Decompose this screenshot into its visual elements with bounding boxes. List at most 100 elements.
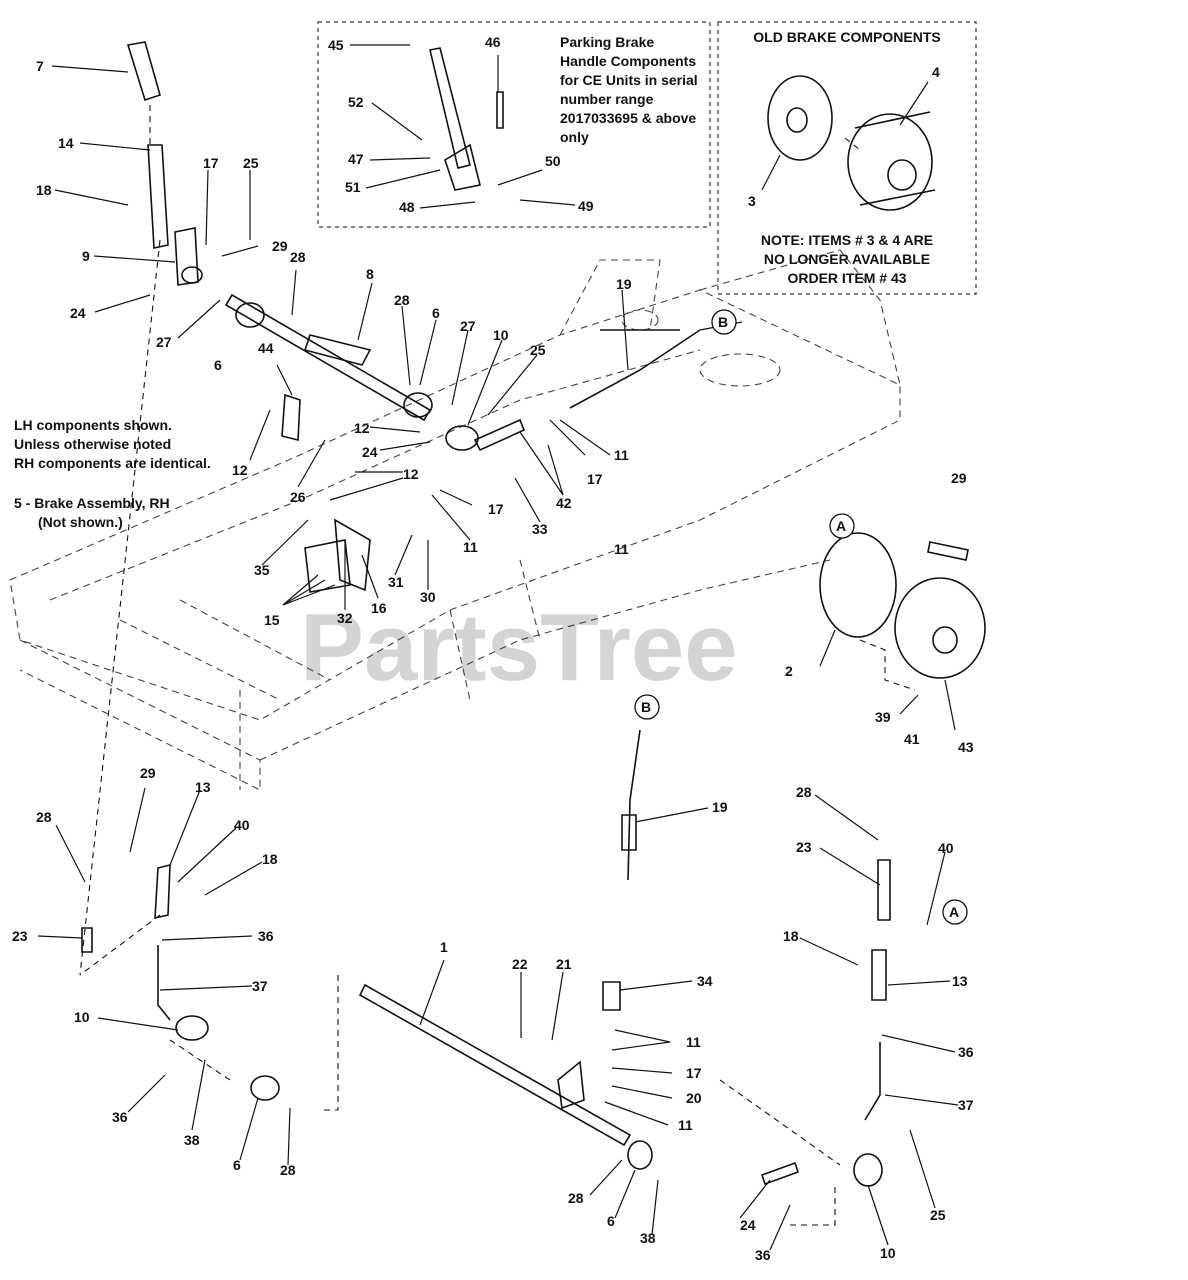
callout-6d: 6 [607, 1213, 615, 1229]
callout-22: 22 [512, 956, 528, 972]
callout-51: 51 [345, 179, 361, 195]
parking-line-2: Handle Components [560, 53, 696, 69]
callout-10: 10 [493, 327, 509, 343]
callout-43: 43 [958, 739, 974, 755]
callout-6: 6 [214, 357, 222, 373]
callout-25c: 25 [930, 1207, 946, 1223]
callout-17c: 17 [488, 501, 504, 517]
callout-23: 23 [12, 928, 28, 944]
callout-24: 24 [70, 305, 86, 321]
callout-27b: 27 [460, 318, 476, 334]
parking-line-3: for CE Units in serial [560, 72, 698, 88]
old-brake-note-2: NO LONGER AVAILABLE [764, 251, 930, 267]
side-notes: LH components shown. Unless otherwise no… [14, 417, 211, 530]
callout-28b: 28 [394, 292, 410, 308]
callout-10c: 10 [880, 1245, 896, 1261]
callout-26: 26 [290, 489, 306, 505]
callout-2: 2 [785, 663, 793, 679]
callout-12: 12 [354, 420, 370, 436]
callout-42: 42 [556, 495, 572, 511]
callout-18c: 18 [783, 928, 799, 944]
callout-14: 14 [58, 135, 74, 151]
rh-brake-note-1: 5 - Brake Assembly, RH [14, 495, 170, 511]
parking-line-6: only [560, 129, 589, 145]
callout-4: 4 [932, 64, 940, 80]
callout-29b: 29 [951, 470, 967, 486]
callout-36: 36 [258, 928, 274, 944]
callout-28e: 28 [568, 1190, 584, 1206]
callout-20: 20 [686, 1090, 702, 1106]
callout-35: 35 [254, 562, 270, 578]
callout-38: 38 [184, 1132, 200, 1148]
callout-12b: 12 [403, 466, 419, 482]
old-brake-note-3: ORDER ITEM # 43 [787, 270, 906, 286]
callout-28d: 28 [280, 1162, 296, 1178]
callout-50: 50 [545, 153, 561, 169]
callout-36d: 36 [755, 1247, 771, 1263]
callout-7: 7 [36, 58, 44, 74]
callout-34: 34 [697, 973, 713, 989]
callout-27: 27 [156, 334, 172, 350]
lh-note-1: LH components shown. [14, 417, 172, 433]
callout-13b: 13 [952, 973, 968, 989]
callout-17b: 17 [587, 471, 603, 487]
callout-32: 32 [337, 610, 353, 626]
callout-11e: 11 [614, 541, 629, 557]
connector-a-top: A [836, 518, 846, 534]
callout-19b: 19 [712, 799, 728, 815]
callout-16: 16 [371, 600, 387, 616]
callout-40b: 40 [938, 840, 954, 856]
callout-49: 49 [578, 198, 594, 214]
chassis-frame [9, 249, 901, 791]
old-brake-caption: OLD BRAKE COMPONENTS NOTE: ITEMS # 3 & 4… [753, 29, 940, 286]
callout-28f: 28 [796, 784, 812, 800]
callout-24c: 24 [740, 1217, 756, 1233]
connector-a-bottom: A [949, 904, 959, 920]
callout-11b: 11 [463, 539, 478, 555]
callout-38b: 38 [640, 1230, 656, 1246]
callout-46: 46 [485, 34, 501, 50]
callout-17d: 17 [686, 1065, 702, 1081]
leader-lines [37, 44, 959, 1251]
parts-art [81, 41, 986, 1187]
callout-47: 47 [348, 151, 364, 167]
callout-19: 19 [616, 276, 632, 292]
callout-11: 11 [614, 447, 629, 463]
callout-17: 17 [203, 155, 219, 171]
callout-12c: 12 [232, 462, 248, 478]
callout-8: 8 [366, 266, 374, 282]
callout-31: 31 [388, 574, 404, 590]
callout-18: 18 [36, 182, 52, 198]
parking-brake-caption: Parking Brake Handle Components for CE U… [560, 34, 698, 145]
lh-note-2: Unless otherwise noted [14, 436, 171, 452]
callout-1: 1 [440, 939, 448, 955]
callout-29: 29 [272, 238, 288, 254]
callout-9: 9 [82, 248, 90, 264]
callout-48: 48 [399, 199, 415, 215]
connectors: B A B A [634, 309, 968, 925]
callout-52: 52 [348, 94, 364, 110]
lh-note-3: RH components are identical. [14, 455, 211, 471]
watermark: PartsTree [300, 594, 738, 701]
callout-24b: 24 [362, 444, 378, 460]
callout-41: 41 [904, 731, 920, 747]
callout-45: 45 [328, 37, 344, 53]
callout-23b: 23 [796, 839, 812, 855]
callout-36c: 36 [958, 1044, 974, 1060]
callout-44: 44 [258, 340, 274, 356]
parking-line-4: number range [560, 91, 654, 107]
callout-10b: 10 [74, 1009, 90, 1025]
callout-37b: 37 [958, 1097, 974, 1113]
callout-11d: 11 [678, 1117, 693, 1133]
parking-brake-inset [317, 21, 711, 228]
callout-40: 40 [234, 817, 250, 833]
assembly-lines [79, 105, 916, 1226]
callout-33: 33 [532, 521, 548, 537]
old-brake-title: OLD BRAKE COMPONENTS [753, 29, 940, 45]
callout-25b: 25 [530, 342, 546, 358]
callout-15: 15 [264, 612, 280, 628]
old-brake-inset [717, 21, 977, 295]
callout-28c: 28 [36, 809, 52, 825]
callout-6c: 6 [233, 1157, 241, 1173]
